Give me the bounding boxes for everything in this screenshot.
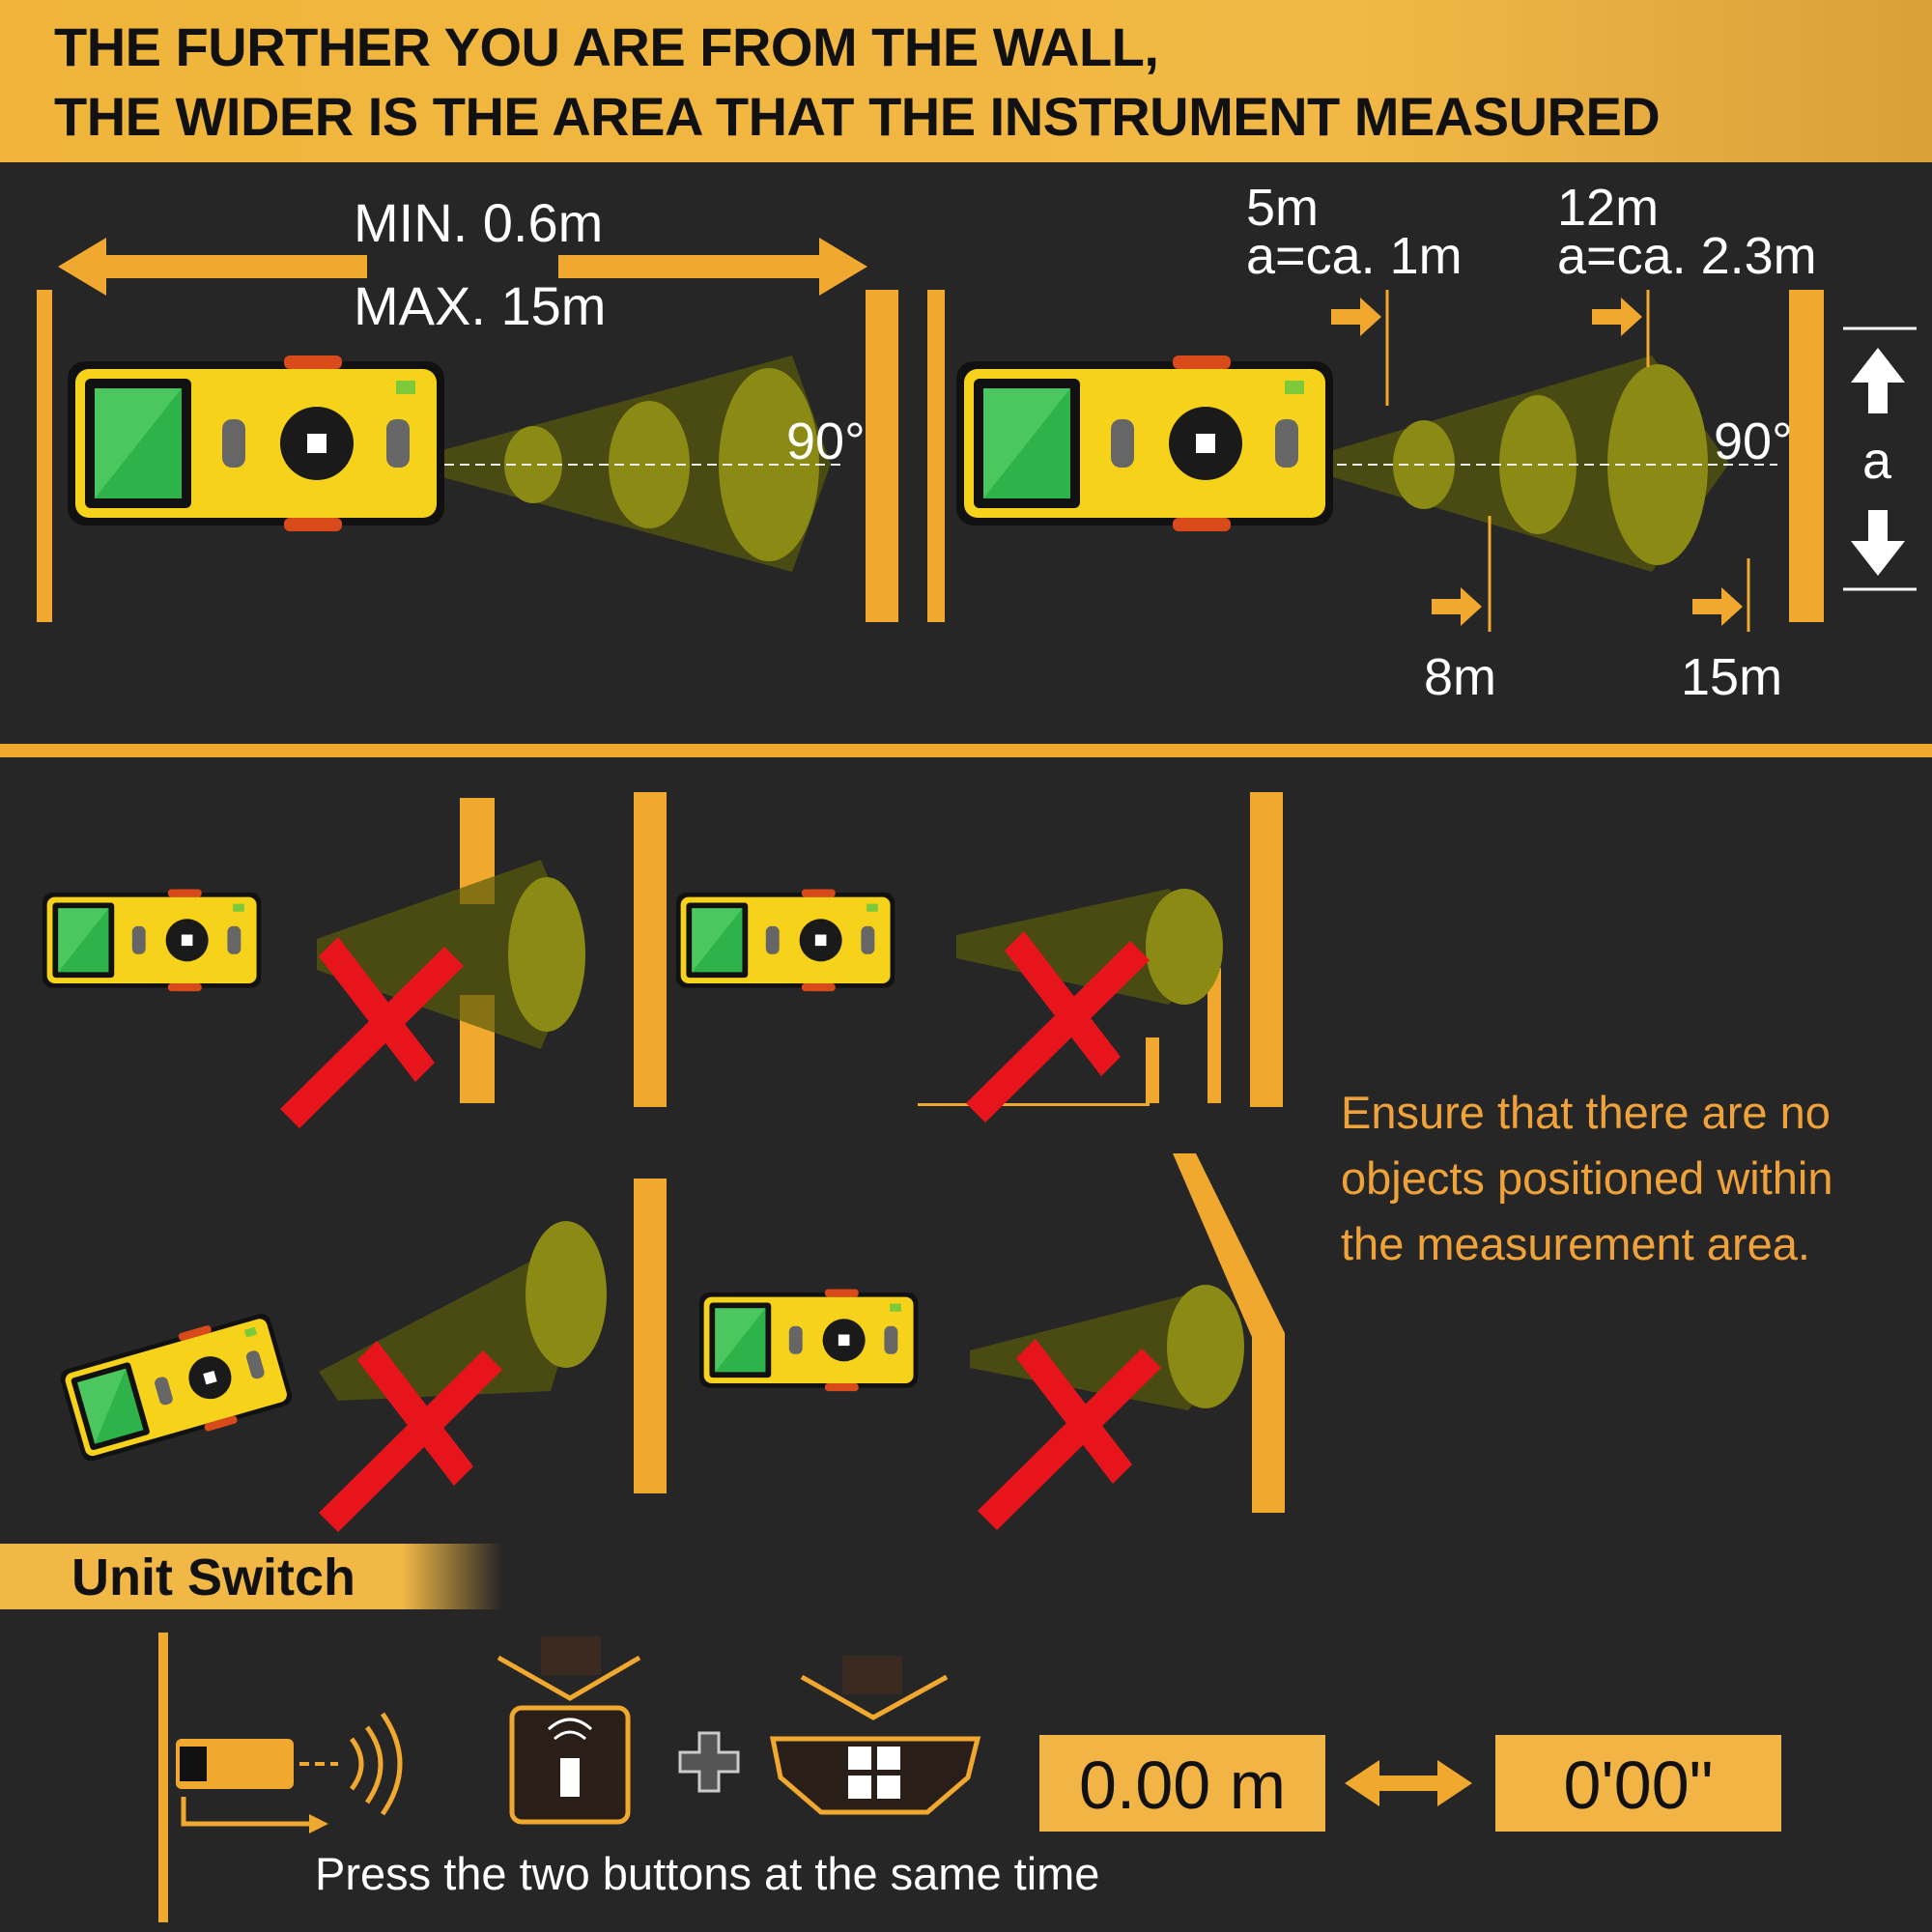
metric-readout: 0.00 m xyxy=(1039,1735,1325,1832)
wrong-example-gap xyxy=(43,798,585,1128)
imperial-readout: 0'00" xyxy=(1495,1735,1781,1832)
width-indicator xyxy=(1843,327,1917,591)
angle-label-1: 90° xyxy=(786,412,866,470)
mark-12m-distance: 12m xyxy=(1557,179,1660,237)
header-line-1: THE FURTHER YOU ARE FROM THE WALL, xyxy=(54,16,1159,77)
switch-arrow xyxy=(1345,1760,1472,1806)
left-wall xyxy=(37,290,52,622)
device-wall xyxy=(927,290,945,622)
distance-arrows xyxy=(1331,298,1743,626)
wrong-example-tilt xyxy=(57,1179,667,1532)
range-arrow-left xyxy=(58,238,367,296)
angle-label-2: 90° xyxy=(1714,412,1793,470)
mark-5m-width: a=ca. 1m xyxy=(1246,227,1463,285)
target-wall xyxy=(866,290,898,622)
distance-ticks xyxy=(1385,290,1750,632)
mark-5m-distance: 5m xyxy=(1246,179,1320,237)
spread-wall xyxy=(1789,290,1824,622)
detector-device xyxy=(68,355,444,531)
header-banner: THE FURTHER YOU ARE FROM THE WALL, THE W… xyxy=(0,0,1932,162)
width-axis-label: a xyxy=(1862,432,1892,490)
min-range-label: MIN. 0.6m xyxy=(354,192,604,253)
wrong-example-object xyxy=(634,792,1283,1122)
unit-switch-instruction: Press the two buttons at the same time xyxy=(315,1848,1100,1899)
mark-8m: 8m xyxy=(1424,648,1497,706)
mark-15m: 15m xyxy=(1681,648,1783,706)
measure-button-icon xyxy=(497,1636,641,1825)
max-range-label: MAX. 15m xyxy=(354,275,607,336)
unit-switch-title: Unit Switch xyxy=(71,1548,355,1606)
menu-button-icon xyxy=(769,1656,981,1815)
small-device-icon xyxy=(176,1712,403,1833)
header-line-2: THE WIDER IS THE AREA THAT THE INSTRUMEN… xyxy=(54,86,1661,147)
range-arrow-right xyxy=(558,238,867,296)
placement-note: Ensure that there are no objects positio… xyxy=(1341,1087,1833,1269)
section-divider xyxy=(0,744,1932,757)
wrong-example-angled-wall xyxy=(699,1153,1285,1530)
unit-switch-tab: Unit Switch xyxy=(0,1544,502,1609)
mark-12m-width: a=ca. 2.3m xyxy=(1557,227,1817,285)
detector-device-2 xyxy=(956,355,1333,531)
plus-icon xyxy=(678,1731,740,1793)
unit-wall xyxy=(158,1633,168,1922)
